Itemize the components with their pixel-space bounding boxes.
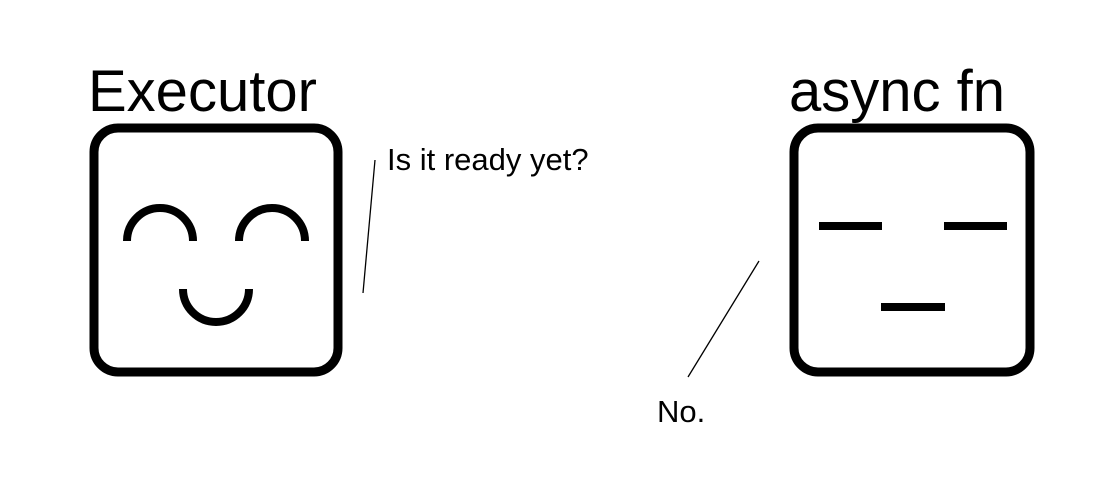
- executor-smile: [179, 288, 253, 326]
- executor-right-eye: [235, 204, 309, 242]
- executor-speech-pointer: [362, 159, 376, 294]
- async-fn-speech-text: No.: [657, 394, 705, 429]
- async-fn-title: async fn: [789, 59, 1005, 124]
- executor-face-box: [89, 123, 343, 377]
- async-fn-face-box: [789, 123, 1035, 377]
- executor-speech-text: Is it ready yet?: [387, 142, 589, 177]
- executor-character: Executor Is it ready yet?: [88, 59, 589, 377]
- executor-left-eye: [123, 204, 197, 242]
- async-fn-character: async fn No.: [657, 59, 1035, 429]
- executor-title: Executor: [88, 59, 317, 124]
- async-fn-speech-pointer: [687, 260, 760, 378]
